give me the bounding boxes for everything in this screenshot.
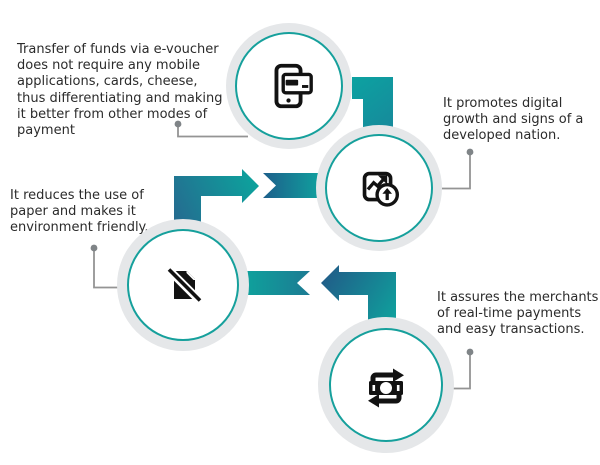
node-circle-step1-inner: [235, 32, 343, 140]
step1-description: Transfer of funds via e-voucher does not…: [17, 42, 223, 139]
node-circle-step2: [316, 125, 442, 251]
arrow-node3-to-node2-tail: [263, 173, 320, 198]
connector-line-step1: [177, 126, 248, 138]
step4-description: It assures the merchants of real-time pa…: [437, 290, 599, 338]
node-circle-step4: [318, 317, 454, 453]
node-circle-step3-inner: [127, 229, 239, 341]
step3-description: It reduces the use of paper and makes it…: [10, 188, 149, 236]
step2-description: It promotes digital growth and signs of …: [443, 96, 584, 144]
arrow-node4-to-node3-head: [321, 265, 396, 322]
connector-dot-step2: [466, 148, 474, 156]
node-circle-step1: [226, 23, 352, 149]
arrow-node3-to-node2-head: [174, 169, 259, 224]
arrow-elbow-node1-node2: [352, 77, 393, 130]
node-circle-step2-inner: [325, 134, 433, 242]
no-paper-icon: [165, 266, 203, 304]
node-circle-step3: [117, 219, 249, 351]
connector-dot-step4: [466, 348, 474, 356]
connector-line-step2: [442, 155, 471, 190]
connector-dot-step3: [90, 244, 98, 252]
digital-growth-icon: [362, 171, 400, 207]
arrow-node4-to-node3-tail: [246, 271, 310, 295]
money-exchange-icon: [368, 368, 404, 408]
connector-line-step4: [450, 355, 471, 390]
connector-line-step3: [93, 251, 118, 289]
connector-dot-step1: [174, 120, 182, 128]
node-circle-step4-inner: [329, 328, 443, 442]
phone-card-payment-icon: [274, 63, 313, 109]
